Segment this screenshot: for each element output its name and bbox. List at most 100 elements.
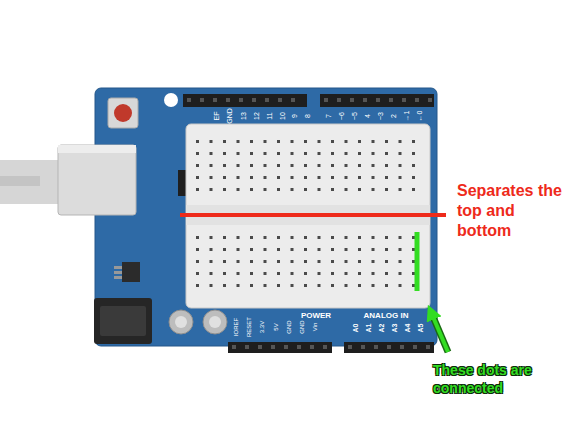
breadboard-hole: [399, 248, 402, 251]
pin-label: A3: [391, 324, 398, 333]
capacitor-top: [209, 316, 221, 328]
breadboard-hole: [345, 236, 348, 239]
header-pin: [265, 98, 269, 102]
breadboard-hole: [210, 260, 213, 263]
breadboard-hole: [237, 152, 240, 155]
breadboard-hole: [250, 272, 253, 275]
pin-label: A5: [417, 324, 424, 333]
breadboard-hole: [372, 164, 375, 167]
breadboard-hole: [399, 188, 402, 191]
breadboard-hole: [196, 140, 199, 143]
breadboard-hole: [291, 236, 294, 239]
breadboard-hole: [291, 140, 294, 143]
breadboard-hole: [399, 272, 402, 275]
pin-label: Vin: [312, 323, 318, 332]
breadboard-hole: [345, 272, 348, 275]
pin-label: ~5: [351, 112, 358, 120]
breadboard-hole: [250, 152, 253, 155]
header-pin: [271, 345, 275, 349]
breadboard-hole: [399, 236, 402, 239]
regulator-pin: [114, 271, 122, 274]
breadboard-hole: [331, 260, 334, 263]
pin-label: GND: [226, 108, 233, 124]
breadboard-hole: [318, 260, 321, 263]
header-pin: [213, 98, 217, 102]
breadboard-hole: [304, 176, 307, 179]
breadboard-hole: [196, 188, 199, 191]
header-pin: [387, 345, 391, 349]
breadboard-hole: [277, 152, 280, 155]
breadboard-hole: [358, 140, 361, 143]
breadboard-hole: [412, 164, 415, 167]
header-pin: [226, 98, 230, 102]
header-group-label: ANALOG IN: [364, 312, 409, 320]
breadboard-hole: [237, 248, 240, 251]
breadboard-hole: [291, 260, 294, 263]
regulator-pin: [114, 276, 122, 279]
breadboard-hole: [196, 152, 199, 155]
header-pin: [187, 98, 191, 102]
header-pin: [376, 98, 380, 102]
header-pin: [348, 345, 352, 349]
breadboard-hole: [412, 176, 415, 179]
capacitor: [203, 310, 227, 334]
breadboard-hole: [331, 188, 334, 191]
breadboard-hole: [250, 176, 253, 179]
breadboard-hole: [250, 284, 253, 287]
breadboard-hole: [223, 248, 226, 251]
arrow-outline: [431, 312, 448, 352]
breadboard-hole: [237, 176, 240, 179]
digital-header: [183, 94, 307, 107]
breadboard-hole: [372, 272, 375, 275]
breadboard-hole: [210, 284, 213, 287]
header-pin: [239, 98, 243, 102]
header-pin: [389, 98, 393, 102]
callout-arrow: [431, 312, 448, 352]
breadboard-hole: [291, 248, 294, 251]
pin-label: ←0: [416, 111, 423, 122]
breadboard-hole: [331, 164, 334, 167]
breadboard-hole: [345, 188, 348, 191]
pin-label: GND: [299, 320, 305, 333]
breadboard-hole: [250, 188, 253, 191]
reset-button-base: [108, 98, 138, 128]
header-pin: [426, 345, 430, 349]
breadboard-hole: [196, 260, 199, 263]
breadboard-hole: [264, 188, 267, 191]
breadboard-hole: [223, 272, 226, 275]
breadboard-hole: [412, 188, 415, 191]
breadboard-hole: [210, 164, 213, 167]
header-pins: [187, 98, 432, 349]
breadboard-hole: [250, 260, 253, 263]
pin-label: 10: [279, 112, 286, 120]
breadboard-hole: [372, 176, 375, 179]
header-pin: [363, 98, 367, 102]
breadboard-hole: [385, 284, 388, 287]
breadboard-hole: [345, 152, 348, 155]
breadboard-hole: [264, 152, 267, 155]
header-pin: [278, 98, 282, 102]
pin-label: 5V: [273, 323, 279, 330]
header-pin: [428, 98, 432, 102]
breadboard-hole: [345, 284, 348, 287]
breadboard-hole: [196, 236, 199, 239]
header-pin: [361, 345, 365, 349]
breadboard-hole: [264, 140, 267, 143]
breadboard-hole: [399, 260, 402, 263]
breadboard-hole: [237, 188, 240, 191]
breadboard-hole: [291, 188, 294, 191]
breadboard-hole: [210, 152, 213, 155]
reset-button: [114, 104, 132, 122]
breadboard-hole: [372, 236, 375, 239]
breadboard-hole: [264, 248, 267, 251]
breadboard-hole: [399, 140, 402, 143]
breadboard-hole: [304, 236, 307, 239]
callout-note: Separates the top and bottom: [457, 181, 565, 241]
breadboard-hole: [385, 260, 388, 263]
header-group-label: POWER: [301, 312, 331, 320]
header-pin: [400, 345, 404, 349]
breadboard-hole: [318, 248, 321, 251]
breadboard-hole: [291, 164, 294, 167]
capacitor: [169, 310, 193, 334]
usb-cable: [0, 160, 62, 204]
